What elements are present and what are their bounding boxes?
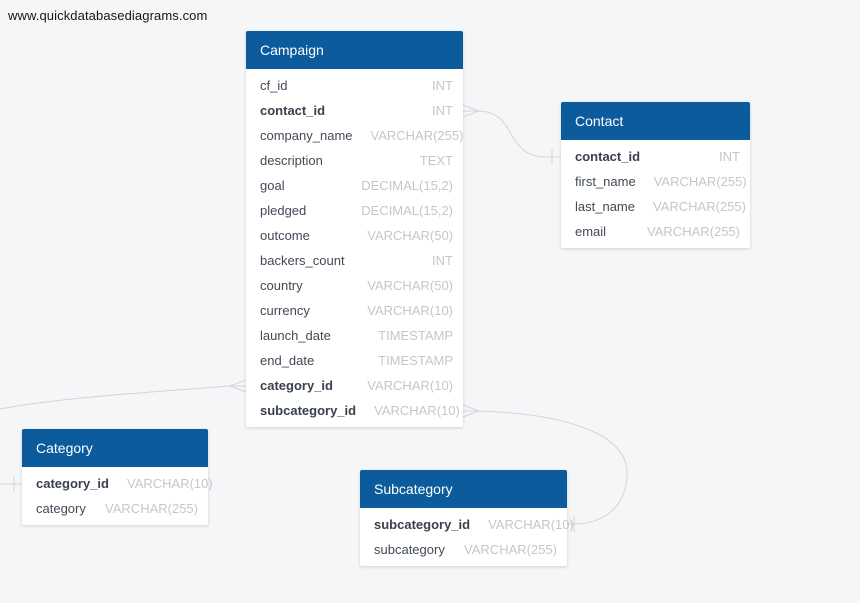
field-type: INT xyxy=(432,103,453,118)
relationship-campaign-contact-line xyxy=(478,110,561,158)
field-type: TEXT xyxy=(419,153,453,168)
table-header[interactable]: Contact xyxy=(561,102,750,140)
table-title: Contact xyxy=(575,113,624,129)
field-type: VARCHAR(10) xyxy=(126,476,213,491)
field-type: TIMESTAMP xyxy=(378,328,453,343)
field-row: cf_id INT xyxy=(246,73,463,98)
field-row: description TEXT xyxy=(246,148,463,173)
table-header[interactable]: Category xyxy=(22,429,208,467)
field-name: category_id xyxy=(260,378,333,393)
field-name: contact_id xyxy=(260,103,326,118)
field-type: VARCHAR(255) xyxy=(370,128,464,143)
field-row: subcategory_id VARCHAR(10) xyxy=(246,398,463,423)
field-type: VARCHAR(255) xyxy=(647,224,740,239)
field-row: pledged DECIMAL(15,2) xyxy=(246,198,463,223)
field-name: category_id xyxy=(36,476,109,491)
field-name: pledged xyxy=(260,203,307,218)
field-row: outcome VARCHAR(50) xyxy=(246,223,463,248)
field-row: email VARCHAR(255) xyxy=(561,219,750,244)
field-type: VARCHAR(50) xyxy=(367,278,453,293)
table-title: Category xyxy=(36,440,93,456)
field-name: last_name xyxy=(575,199,635,214)
field-name: category xyxy=(36,501,86,516)
relationship-campaign-category-line xyxy=(0,385,231,410)
field-row: category_id VARCHAR(10) xyxy=(22,471,213,496)
field-type: VARCHAR(255) xyxy=(464,542,557,557)
field-type: VARCHAR(10) xyxy=(374,403,460,418)
field-row: currency VARCHAR(10) xyxy=(246,298,463,323)
table-title: Subcategory xyxy=(374,481,453,497)
field-type: DECIMAL(15,2) xyxy=(361,203,453,218)
field-name: contact_id xyxy=(575,149,641,164)
table-header[interactable]: Campaign xyxy=(246,31,463,69)
field-type: VARCHAR(50) xyxy=(367,228,453,243)
field-row: launch_date TIMESTAMP xyxy=(246,323,463,348)
field-type: VARCHAR(10) xyxy=(367,303,453,318)
table-fields: category_id VARCHAR(10) category VARCHAR(25… xyxy=(22,467,213,525)
field-name: goal xyxy=(260,178,285,193)
table-category[interactable]: Category category_id VARCHAR(10) category V… xyxy=(22,429,213,525)
field-type: TIMESTAMP xyxy=(378,353,453,368)
field-name: subcategory_id xyxy=(374,517,471,532)
field-type: VARCHAR(10) xyxy=(488,517,574,532)
field-row: subcategory VARCHAR(255) xyxy=(360,537,567,562)
field-type: INT xyxy=(432,253,453,268)
field-row: backers_count INT xyxy=(246,248,463,273)
field-row: category_id VARCHAR(10) xyxy=(246,373,463,398)
field-name: first_name xyxy=(575,174,636,189)
crow-foot-many-icon xyxy=(229,379,247,393)
crow-foot-many-icon xyxy=(462,404,480,418)
field-row: category VARCHAR(255) xyxy=(22,496,208,521)
field-row: contact_id INT xyxy=(561,144,750,169)
field-type: DECIMAL(15,2) xyxy=(361,178,453,193)
field-row: first_name VARCHAR(255) xyxy=(561,169,750,194)
field-name: outcome xyxy=(260,228,310,243)
table-fields: subcategory_id VARCHAR(10) subcategory VARC… xyxy=(360,508,574,566)
field-name: launch_date xyxy=(260,328,331,343)
field-row: goal DECIMAL(15,2) xyxy=(246,173,463,198)
field-row: subcategory_id VARCHAR(10) xyxy=(360,512,574,537)
field-type: INT xyxy=(719,149,740,164)
field-row: company_name VARCHAR(255) xyxy=(246,123,463,148)
field-name: end_date xyxy=(260,353,315,368)
field-row: contact_id INT xyxy=(246,98,463,123)
field-type: VARCHAR(10) xyxy=(367,378,453,393)
field-row: end_date TIMESTAMP xyxy=(246,348,463,373)
field-type: VARCHAR(255) xyxy=(105,501,198,516)
field-name: country xyxy=(260,278,303,293)
field-name: cf_id xyxy=(260,78,288,93)
table-title: Campaign xyxy=(260,42,324,58)
crow-foot-many-icon xyxy=(462,104,480,118)
field-name: subcategory_id xyxy=(260,403,357,418)
field-name: description xyxy=(260,153,323,168)
field-name: subcategory xyxy=(374,542,445,557)
field-name: backers_count xyxy=(260,253,345,268)
field-name: email xyxy=(575,224,607,239)
field-row: last_name VARCHAR(255) xyxy=(561,194,750,219)
watermark-url: www.quickdatabasediagrams.com xyxy=(8,8,208,23)
field-name: currency xyxy=(260,303,310,318)
field-type: VARCHAR(255) xyxy=(652,199,746,214)
field-type: INT xyxy=(432,78,453,93)
field-name: company_name xyxy=(260,128,353,143)
table-header[interactable]: Subcategory xyxy=(360,470,567,508)
field-row: country VARCHAR(50) xyxy=(246,273,463,298)
field-type: VARCHAR(255) xyxy=(653,174,747,189)
